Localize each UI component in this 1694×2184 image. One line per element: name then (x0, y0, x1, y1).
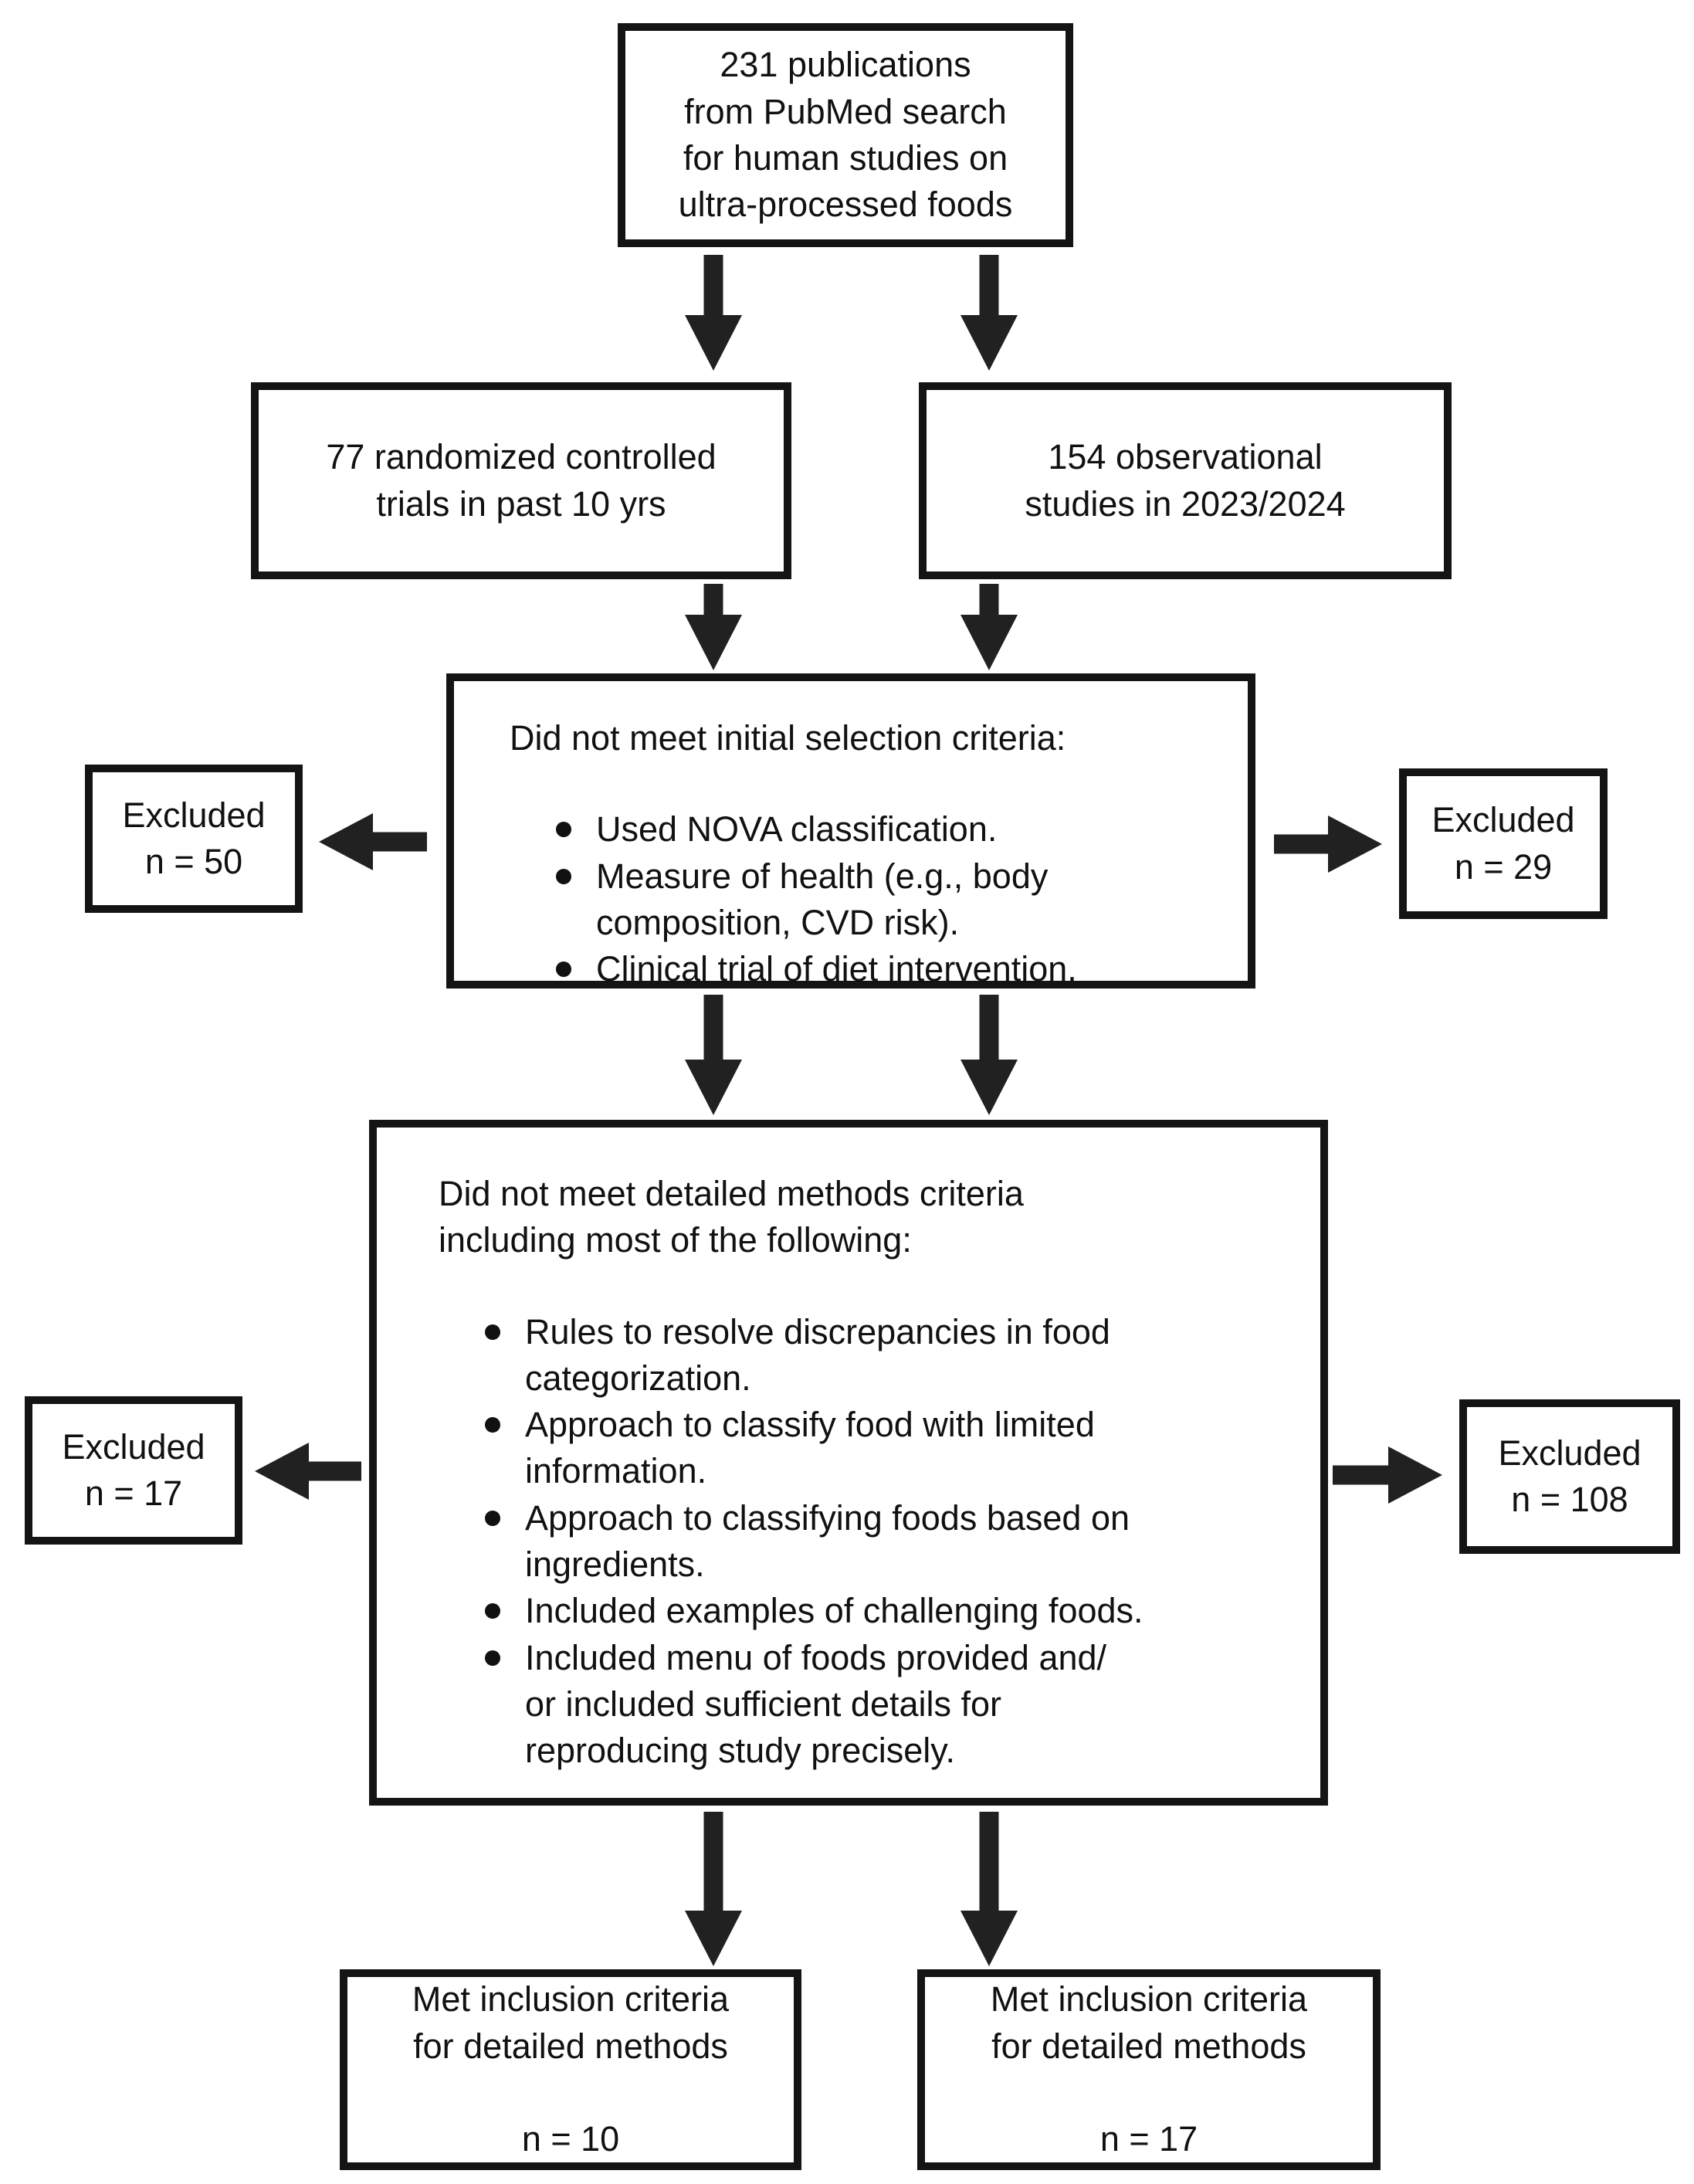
arrow-shaft (979, 995, 999, 1061)
arrow-right-icon (1333, 1446, 1442, 1504)
arrow-down-icon (960, 255, 1018, 371)
box-met-inclusion-n10: Met inclusion criteria for detailed meth… (340, 1969, 801, 2170)
arrow-head (960, 1911, 1018, 1966)
arrow-shaft (703, 584, 723, 616)
arrow-head (960, 315, 1018, 371)
arrow-down-icon (685, 995, 742, 1115)
arrow-right-icon (1274, 816, 1382, 873)
arrow-shaft (979, 584, 999, 616)
box-excluded-n108: Excluded n = 108 (1459, 1399, 1680, 1554)
arrow-shaft (703, 255, 723, 317)
arrow-head (960, 1060, 1018, 1115)
list-item: Included menu of foods provided and/ or … (483, 1635, 1283, 1775)
box-initial-selection-criteria: Did not meet initial selection criteria:… (446, 673, 1255, 989)
arrow-head (1388, 1446, 1442, 1504)
arrow-left-icon (255, 1443, 361, 1500)
list-item: Clinical trial of diet intervention. (554, 946, 1208, 992)
arrow-head (685, 1060, 742, 1115)
list-item: Measure of health (e.g., body compositio… (554, 853, 1208, 947)
arrow-shaft (370, 832, 427, 852)
arrow-down-icon (960, 1812, 1018, 1966)
list-item: Approach to classifying foods based on i… (483, 1495, 1283, 1589)
arrow-down-icon (960, 995, 1018, 1115)
arrow-shaft (306, 1461, 361, 1481)
arrow-head (1328, 816, 1382, 873)
box-source-publications: 231 publications from PubMed search for … (618, 23, 1073, 247)
list-item: Used NOVA classification. (554, 806, 1208, 853)
list-item: Approach to classify food with limited i… (483, 1402, 1283, 1495)
detailed-criteria-list: Rules to resolve discrepancies in food c… (439, 1309, 1283, 1775)
arrow-shaft (979, 255, 999, 317)
box-observational-studies: 154 observational studies in 2023/2024 (919, 382, 1452, 579)
arrow-down-icon (685, 1812, 742, 1966)
arrow-left-icon (319, 813, 427, 870)
arrow-head (685, 615, 742, 670)
list-item: Included examples of challenging foods. (483, 1588, 1283, 1634)
arrow-shaft (1274, 834, 1331, 854)
arrow-shaft (979, 1812, 999, 1912)
arrow-shaft (703, 995, 723, 1061)
box-met-inclusion-n17: Met inclusion criteria for detailed meth… (917, 1969, 1381, 2170)
list-item: Rules to resolve discrepancies in food c… (483, 1309, 1283, 1402)
arrow-head (685, 1911, 742, 1966)
arrow-head (255, 1443, 309, 1500)
arrow-shaft (1333, 1465, 1391, 1485)
box-randomized-trials: 77 randomized controlled trials in past … (251, 382, 791, 579)
detailed-criteria-title: Did not meet detailed methods criteria i… (439, 1174, 1024, 1260)
box-excluded-n17: Excluded n = 17 (25, 1396, 242, 1545)
arrow-down-icon (685, 584, 742, 670)
arrow-head (685, 315, 742, 371)
box-detailed-methods-criteria: Did not meet detailed methods criteria i… (369, 1120, 1328, 1806)
arrow-shaft (703, 1812, 723, 1912)
arrow-down-icon (960, 584, 1018, 670)
initial-criteria-list: Used NOVA classification. Measure of hea… (510, 806, 1208, 992)
arrow-head (319, 813, 373, 870)
arrow-head (960, 615, 1018, 670)
box-excluded-n29: Excluded n = 29 (1399, 768, 1608, 919)
arrow-down-icon (685, 255, 742, 371)
box-excluded-n50: Excluded n = 50 (85, 765, 303, 913)
initial-criteria-title: Did not meet initial selection criteria: (510, 718, 1066, 758)
